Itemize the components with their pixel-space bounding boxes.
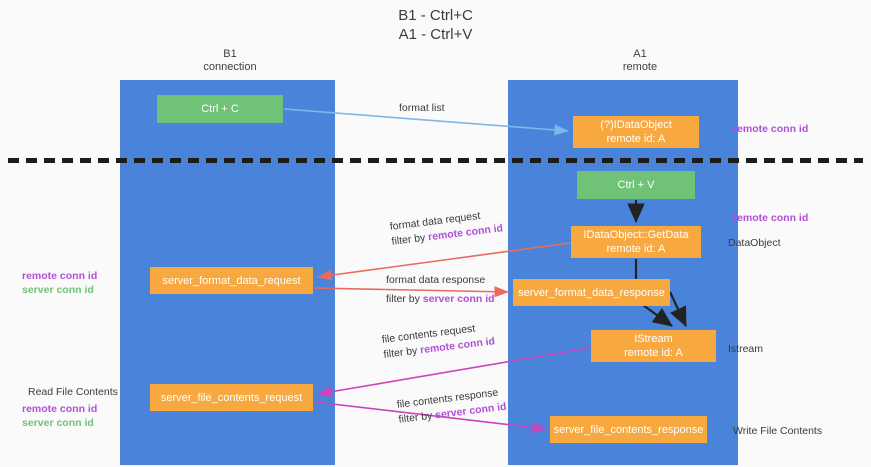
edge-label-file-contents-response: file contents response filter by server … bbox=[396, 385, 507, 428]
lane-header-b1-subtitle: connection bbox=[203, 61, 257, 73]
node-server-file-contents-request[interactable]: server_file_contents_request bbox=[150, 384, 313, 411]
node-getdata-label: IDataObject::GetData bbox=[583, 229, 689, 241]
annotation-right-dataobject: DataObject bbox=[728, 237, 781, 249]
lane-header-a1-subtitle: remote bbox=[622, 61, 658, 73]
annotation-left-server-conn-id-2: server conn id bbox=[22, 417, 94, 429]
node-server-format-data-request-label: server_format_data_request bbox=[162, 274, 301, 287]
node-ctrl-v-label: Ctrl + V bbox=[617, 179, 655, 191]
lane-header-a1-name: A1 bbox=[633, 48, 647, 60]
filter-by-prefix: filter by bbox=[382, 344, 421, 361]
edge-label-format-data-response-line2: filter by server conn id bbox=[386, 292, 495, 307]
node-server-file-contents-response-label: server_file_contents_response bbox=[553, 423, 704, 436]
lane-header-a1: A1 remote bbox=[560, 48, 720, 74]
annotation-left-server-conn-id: server conn id bbox=[22, 284, 94, 296]
node-server-file-contents-response[interactable]: server_file_contents_response bbox=[550, 416, 707, 443]
node-idataobject-sublabel: remote id: A bbox=[606, 133, 666, 145]
node-idataobject-label: (?)IDataObject bbox=[600, 119, 672, 131]
annotation-left-conn-ids-2: remote conn id server conn id bbox=[22, 402, 97, 430]
annotation-left-remote-conn-id-2: remote conn id bbox=[22, 403, 98, 415]
annotation-right-remote-conn-id-top: remote conn id bbox=[733, 123, 809, 135]
node-istream-label: IStream bbox=[634, 333, 673, 345]
node-getdata-sublabel: remote id: A bbox=[606, 243, 666, 255]
filter-by-prefix: filter by bbox=[386, 293, 423, 305]
edge-label-format-data-response: format data response filter by server co… bbox=[386, 273, 495, 307]
edge-label-format-list-line1: format list bbox=[399, 102, 445, 114]
annotation-right-write-file-contents: Write File Contents bbox=[733, 425, 823, 437]
annotation-right-istream: Istream bbox=[728, 343, 764, 355]
edge-label-format-list: format list bbox=[399, 101, 445, 116]
title-line-2: A1 - Ctrl+V bbox=[398, 26, 473, 43]
phase-divider bbox=[8, 158, 863, 163]
node-ctrl-c-label: Ctrl + C bbox=[201, 103, 239, 115]
filter-by-prefix: filter by bbox=[397, 409, 436, 426]
node-server-format-data-response[interactable]: server_format_data_response bbox=[513, 279, 670, 306]
lane-header-b1-name: B1 bbox=[223, 48, 237, 60]
node-istream[interactable]: IStream remote id: A bbox=[591, 330, 716, 362]
annotation-left-read-file-contents: Read File Contents bbox=[28, 386, 118, 398]
edge-label-format-data-request: format data request filter by remote con… bbox=[389, 206, 504, 249]
node-ctrl-c[interactable]: Ctrl + C bbox=[157, 95, 283, 123]
annotation-left-conn-ids: remote conn id server conn id bbox=[22, 269, 97, 297]
title-line-1: B1 - Ctrl+C bbox=[398, 7, 473, 24]
node-server-format-data-request[interactable]: server_format_data_request bbox=[150, 267, 313, 294]
node-server-file-contents-request-label: server_file_contents_request bbox=[160, 391, 303, 404]
page-title: B1 - Ctrl+C A1 - Ctrl+V bbox=[0, 6, 871, 44]
node-istream-sublabel: remote id: A bbox=[624, 347, 683, 359]
node-idataobject-getdata[interactable]: IDataObject::GetData remote id: A bbox=[571, 226, 701, 258]
node-idataobject[interactable]: (?)IDataObject remote id: A bbox=[573, 116, 699, 148]
filter-by-prefix: filter by bbox=[390, 231, 429, 248]
node-ctrl-v[interactable]: Ctrl + V bbox=[577, 171, 695, 199]
node-server-format-data-response-label: server_format_data_response bbox=[518, 286, 665, 299]
edge-label-format-data-response-line1: format data response bbox=[386, 274, 486, 286]
edge-label-file-contents-request: file contents request filter by remote c… bbox=[381, 319, 496, 362]
annotation-left-remote-conn-id: remote conn id bbox=[22, 270, 98, 282]
filter-key-server-conn-id: server conn id bbox=[422, 293, 495, 305]
annotation-right-remote-conn-id-mid: remote conn id bbox=[733, 212, 809, 224]
lane-header-b1: B1 connection bbox=[150, 48, 310, 74]
